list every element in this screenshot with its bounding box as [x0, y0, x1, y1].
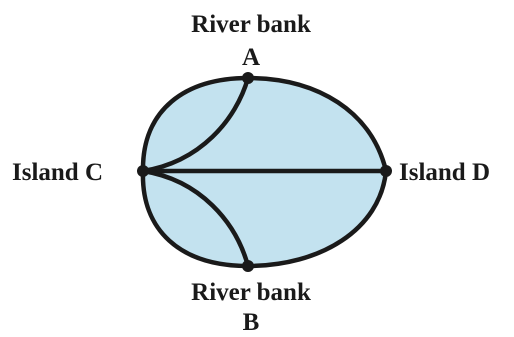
label-bottom-title: River bank	[191, 279, 311, 306]
node-b	[242, 260, 254, 272]
node-c	[137, 165, 149, 177]
label-right: Island D	[399, 159, 490, 186]
label-left: Island C	[12, 159, 103, 186]
label-top-letter: A	[242, 44, 260, 71]
label-top-title: River bank	[191, 11, 311, 38]
edge-c-b	[142, 168, 251, 267]
label-bottom-letter: B	[243, 309, 260, 336]
node-d	[380, 165, 392, 177]
edge-c-a	[142, 77, 251, 174]
node-a	[242, 72, 254, 84]
